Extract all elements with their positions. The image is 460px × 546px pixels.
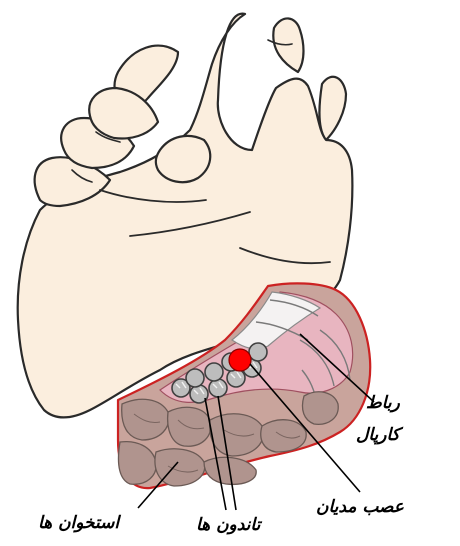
label-carpal-ligament-line1: رباط <box>366 394 400 414</box>
tendon <box>209 379 227 397</box>
tendon <box>249 343 267 361</box>
median-nerve <box>229 349 251 371</box>
label-bones: استخوان ها <box>38 514 119 534</box>
tendon <box>205 363 223 381</box>
label-carpal-ligament-line2: کارپال <box>356 426 400 446</box>
label-tendons: تاندون ها <box>196 516 260 536</box>
carpal-bone-8 <box>302 392 338 424</box>
label-median-nerve: عصب مدیان <box>316 498 404 518</box>
carpal-bone-1 <box>122 399 169 440</box>
tendon <box>186 369 204 387</box>
little-finger <box>319 77 346 140</box>
curled-thumb <box>156 136 210 182</box>
